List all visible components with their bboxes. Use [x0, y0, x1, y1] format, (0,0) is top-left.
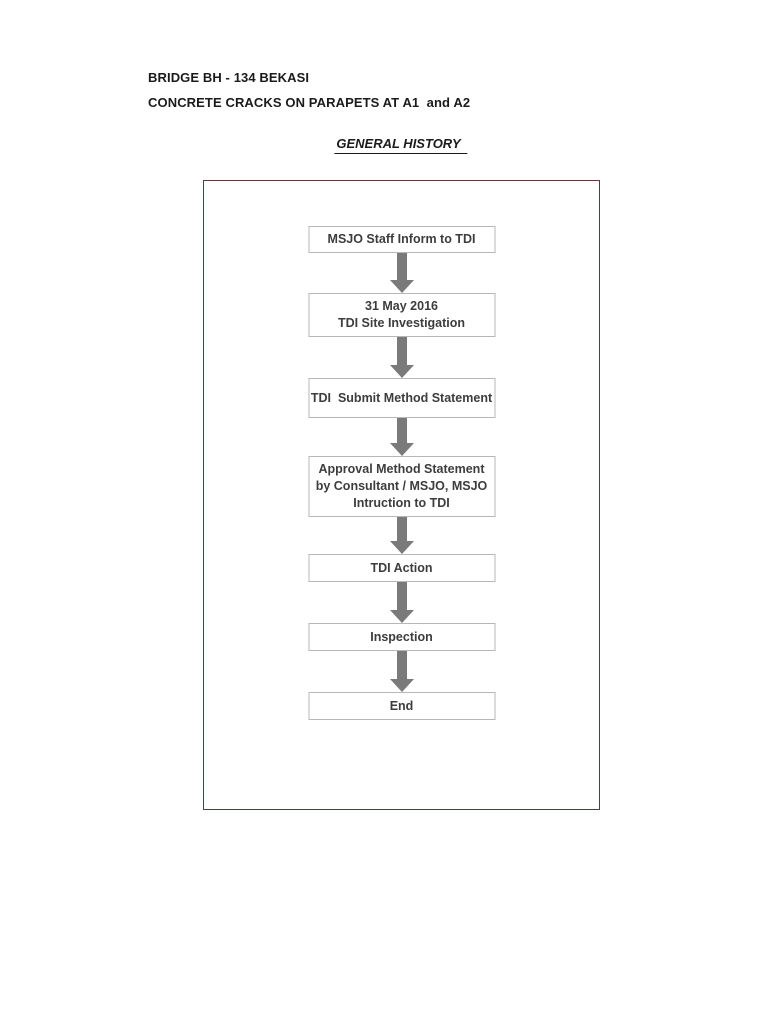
down-arrow-icon	[389, 582, 414, 623]
flowchart-step-2-label-line-1: 31 May 2016	[365, 299, 438, 313]
flowchart-step-5: TDI Action	[308, 554, 495, 582]
down-arrow-icon	[389, 418, 414, 456]
page-title: GENERAL HISTORY	[334, 136, 468, 154]
arrow-shaft	[396, 253, 407, 280]
flowchart-step-7-label: End	[389, 698, 414, 713]
arrow-shaft	[396, 337, 407, 365]
flowchart-step-4-label-line-1: Approval Method Statement	[318, 462, 485, 476]
flowchart-step-4: Approval Method Statement by Consultant …	[308, 456, 495, 517]
arrow-shaft	[396, 651, 407, 679]
arrow-shaft	[396, 517, 407, 541]
down-arrow-icon	[389, 253, 414, 293]
header-line-1: BRIDGE BH - 134 BEKASI	[148, 70, 310, 85]
arrow-head	[389, 541, 414, 554]
flowchart-step-5-label: TDI Action	[370, 560, 433, 575]
flowchart-step-2-label-line-2: TDI Site Investigation	[337, 316, 466, 330]
header-line-2: CONCRETE CRACKS ON PARAPETS AT A1 and A2	[148, 95, 471, 110]
arrow-head	[389, 365, 414, 378]
flowchart-step-6-label: Inspection	[370, 629, 433, 644]
arrow-head	[389, 280, 414, 293]
flowchart-step-4-label-line-2: by Consultant / MSJO, MSJO	[315, 479, 488, 493]
arrow-head	[389, 679, 414, 692]
flowchart-step-7: End	[308, 692, 495, 720]
flowchart-step-4-label-line-3: Intruction to TDI	[353, 496, 450, 510]
flowchart-step-6: Inspection	[308, 623, 495, 651]
flowchart-step-1: MSJO Staff Inform to TDI	[308, 226, 495, 253]
flowchart-step-3: TDI Submit Method Statement	[308, 378, 495, 418]
flowchart-step-3-label: TDI Submit Method Statement	[310, 390, 493, 405]
flowchart-frame: MSJO Staff Inform to TDI 31 May 2016 TDI…	[203, 180, 600, 810]
flowchart-step-1-label: MSJO Staff Inform to TDI	[327, 232, 476, 246]
down-arrow-icon	[389, 337, 414, 378]
down-arrow-icon	[389, 651, 414, 692]
arrow-head	[389, 443, 414, 456]
arrow-shaft	[396, 582, 407, 610]
arrow-head	[389, 610, 414, 623]
arrow-shaft	[396, 418, 407, 443]
document-header: BRIDGE BH - 134 BEKASI CONCRETE CRACKS O…	[148, 71, 470, 121]
flowchart-step-2: 31 May 2016 TDI Site Investigation	[308, 293, 495, 337]
down-arrow-icon	[389, 517, 414, 554]
